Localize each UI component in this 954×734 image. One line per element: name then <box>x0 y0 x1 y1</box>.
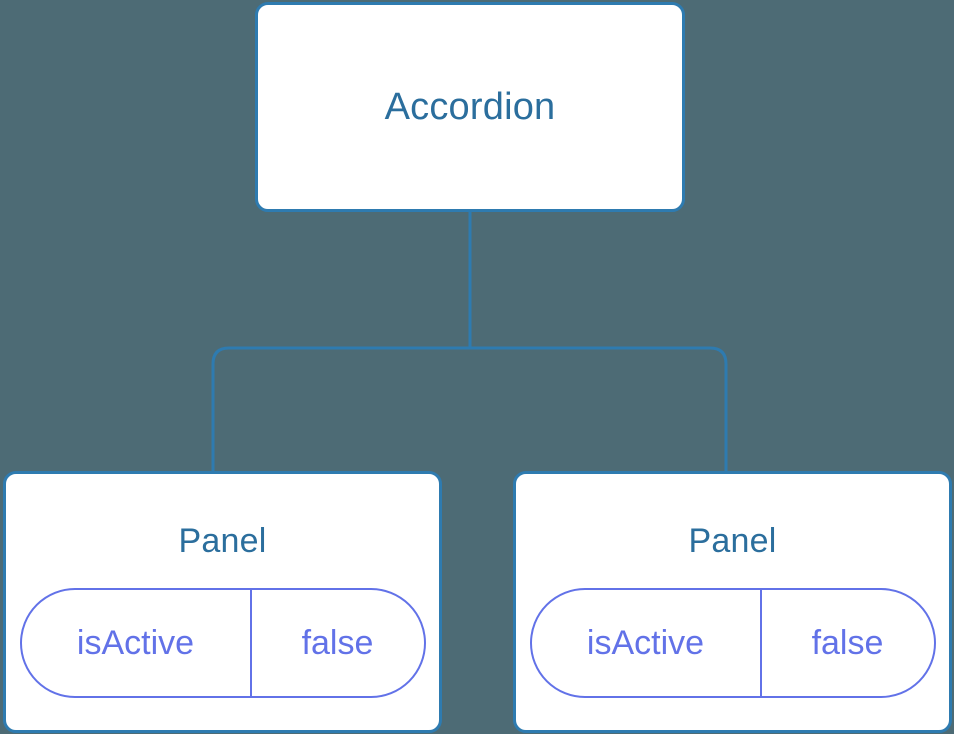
node-panel-2[interactable]: Panel isActive false <box>513 471 952 733</box>
node-accordion[interactable]: Accordion <box>255 2 685 212</box>
node-panel-1-title: Panel <box>178 522 267 560</box>
edge-accordion-to-panel-2 <box>470 346 728 474</box>
state-pill-panel-2[interactable]: isActive false <box>529 588 936 698</box>
state-pill-panel-1[interactable]: isActive false <box>19 588 426 698</box>
state-key-isactive: isActive <box>586 624 705 662</box>
state-key-isactive: isActive <box>76 624 195 662</box>
edge-accordion-to-panel-1 <box>211 209 472 474</box>
node-panel-2-title: Panel <box>688 522 777 560</box>
node-panel-1[interactable]: Panel isActive false <box>3 471 442 733</box>
pill-divider <box>759 590 762 696</box>
state-value-isactive: false <box>301 624 374 662</box>
state-value-isactive: false <box>811 624 884 662</box>
pill-divider <box>249 590 252 696</box>
node-accordion-title: Accordion <box>384 86 556 128</box>
